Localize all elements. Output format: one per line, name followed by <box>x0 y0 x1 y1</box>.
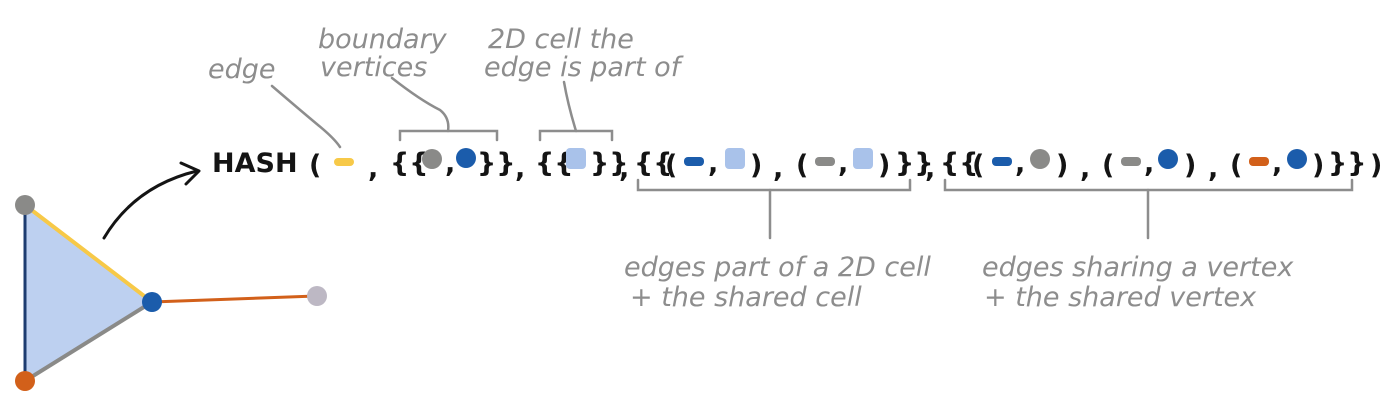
close-paren: ) <box>1370 150 1382 181</box>
bracket-edges-vertex <box>943 178 1354 192</box>
open-paren: ( <box>796 150 808 181</box>
comma: , <box>368 153 378 184</box>
annotation-cell-line2: edge is part of <box>484 52 684 83</box>
annotations-top <box>270 76 614 149</box>
edge-dash-icon <box>334 158 354 166</box>
close-paren: ) <box>1184 150 1196 181</box>
annotation-edges-vertex-line1: edges sharing a vertex <box>982 252 1294 283</box>
bracket-cell <box>538 129 614 142</box>
vertex-dot-icon <box>456 148 476 168</box>
cell-square-icon <box>725 148 745 169</box>
close-paren: ) <box>878 150 890 181</box>
edge-dash-icon <box>1121 157 1141 166</box>
vertex-dot-icon <box>422 149 442 169</box>
vertex-right-blue <box>142 292 162 312</box>
annotation-edges-cell-line1: edges part of a 2D cell <box>624 252 931 283</box>
hash-label: HASH <box>212 148 298 179</box>
comma: , <box>925 153 935 184</box>
comma: , <box>1080 153 1090 184</box>
set-open: {{ <box>390 148 428 179</box>
close-paren: ) <box>1056 150 1068 181</box>
comma: , <box>708 148 718 179</box>
cell-square-icon <box>853 148 873 169</box>
comma: , <box>773 153 783 184</box>
annotation-boundary-line2: vertices <box>320 52 427 83</box>
hash-formula: HASH ( , {{ , }} , {{ }} , {{ ( , ) , ( … <box>212 148 1382 184</box>
leader-cell <box>562 80 578 133</box>
open-paren: ( <box>309 150 321 181</box>
annotation-boundary-line1: boundary <box>318 24 448 55</box>
vertex-dot-icon <box>1030 149 1050 169</box>
comma: , <box>838 148 848 179</box>
edge-orange <box>151 294 317 304</box>
annotation-edge: edge <box>208 54 276 85</box>
comma: , <box>619 153 629 184</box>
annotation-edges-cell-line2: + the shared cell <box>630 282 862 313</box>
bracket-boundary-vertices <box>398 129 499 142</box>
open-paren: ( <box>1230 150 1242 181</box>
mesh-graph <box>15 195 327 391</box>
set-close: }} <box>590 148 628 179</box>
curved-arrow-icon <box>102 161 201 240</box>
comma: , <box>1015 148 1025 179</box>
vertex-bottom-orange <box>15 371 35 391</box>
comma: , <box>515 153 525 184</box>
annotation-edges-vertex-line2: + the shared vertex <box>984 282 1257 313</box>
edge-dash-icon <box>815 157 835 166</box>
comma: , <box>445 148 455 179</box>
leader-boundary-vertices <box>390 76 450 133</box>
edge-dash-icon <box>1249 157 1269 166</box>
set-close: }} <box>895 148 933 179</box>
vertex-dot-icon <box>1287 149 1307 169</box>
edge-dash-icon <box>992 157 1012 166</box>
annotation-cell-line1: 2D cell the <box>488 24 634 55</box>
set-open: {{ <box>940 148 978 179</box>
set-open: {{ <box>634 148 672 179</box>
close-paren: ) <box>1312 150 1324 181</box>
edge-bottom <box>23 300 154 383</box>
open-paren: ( <box>1102 150 1114 181</box>
comma: , <box>1208 153 1218 184</box>
set-close: }} <box>477 148 515 179</box>
leader-edge <box>270 84 342 149</box>
edge-top-yellow <box>23 203 154 304</box>
vertex-far-purple <box>307 286 327 306</box>
set-close: }} <box>1328 148 1366 179</box>
comma: , <box>1144 148 1154 179</box>
bracket-edges-cell <box>636 178 912 192</box>
vertex-dot-icon <box>1158 149 1178 169</box>
annotations-bottom <box>636 178 1354 240</box>
triangle-cell <box>25 205 152 381</box>
open-paren: ( <box>972 150 984 181</box>
open-paren: ( <box>665 150 677 181</box>
comma: , <box>1272 148 1282 179</box>
vertex-top-gray <box>15 195 35 215</box>
edge-dash-icon <box>684 157 704 166</box>
cell-square-icon <box>566 148 586 169</box>
close-paren: ) <box>750 150 762 181</box>
